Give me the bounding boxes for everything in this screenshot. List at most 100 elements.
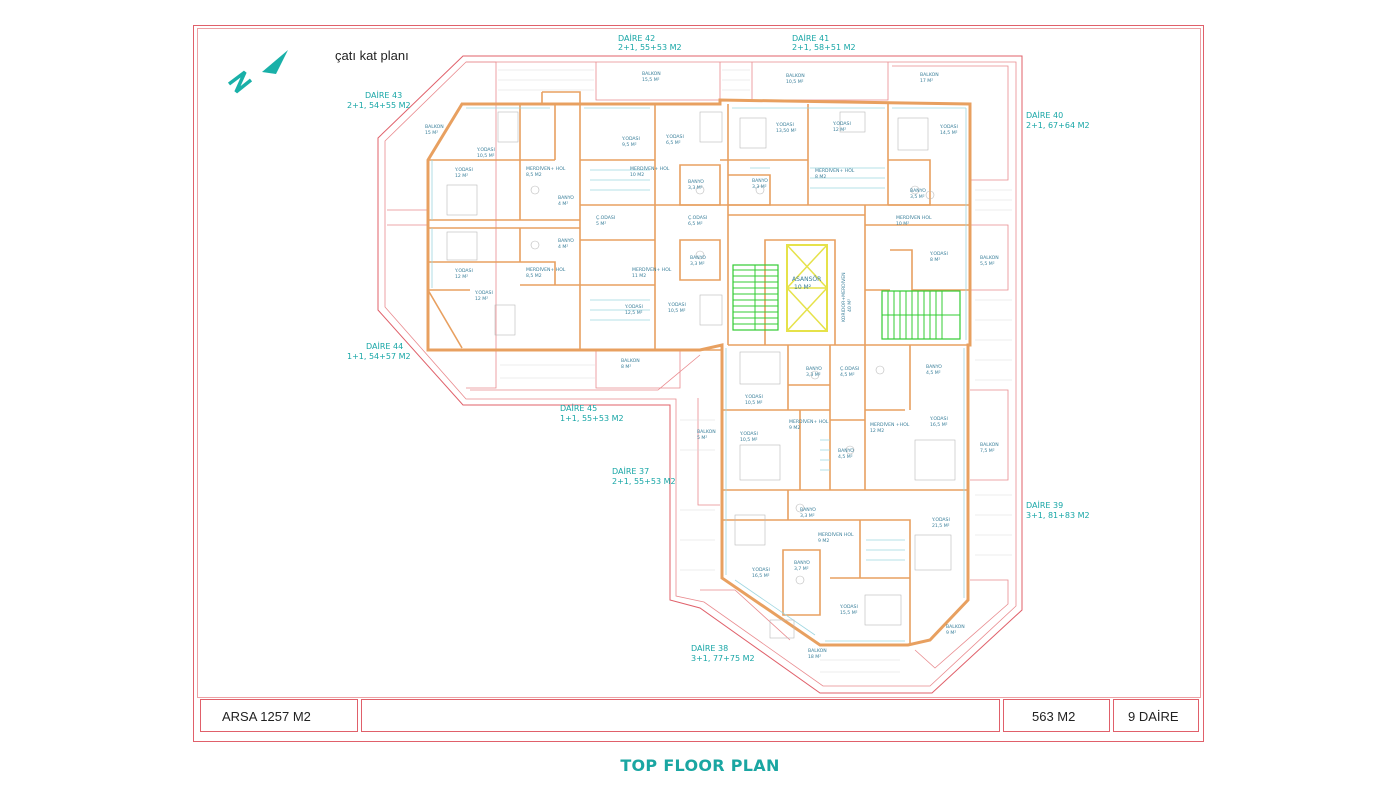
room-name: BALKON bbox=[808, 648, 827, 654]
apt-38-name: DAİRE 38 bbox=[691, 643, 728, 653]
room-name: Y.ODASI bbox=[454, 167, 473, 173]
apt-43-name: DAİRE 43 bbox=[365, 90, 402, 100]
room-area: 3,5 M² bbox=[910, 194, 925, 200]
apt-40-area: 2+1, 67+64 M2 bbox=[1026, 121, 1090, 130]
room-labels: BALKON 15,5 M² BALKON 10,5 M² BALKON 17 … bbox=[425, 71, 999, 660]
room-area: 4,5 M² bbox=[838, 454, 853, 460]
apt-40-name: DAİRE 40 bbox=[1026, 110, 1063, 120]
apartment-labels: DAİRE 42 2+1, 55+53 M2 DAİRE 41 2+1, 58+… bbox=[347, 33, 1090, 663]
room-name: MERDİVEN+ HOL bbox=[526, 165, 566, 172]
room-area: 16,5 M² bbox=[930, 422, 948, 428]
room-name: BALKON bbox=[425, 124, 444, 130]
apt-43-area: 2+1, 54+55 M2 bbox=[347, 101, 411, 110]
room-area: 10,5 M² bbox=[477, 153, 495, 159]
room-name: BANYO bbox=[926, 364, 942, 370]
room-name: BANYO bbox=[558, 195, 574, 201]
room-area: 4 M² bbox=[558, 244, 568, 250]
room-area: 8,5 M2 bbox=[526, 273, 542, 279]
room-name: BALKON bbox=[786, 73, 805, 79]
room-name: Y.ODASI bbox=[454, 268, 473, 274]
room-area: 3,3 M² bbox=[752, 184, 767, 190]
room-name: BALKON bbox=[642, 71, 661, 77]
room-area: 7,5 M² bbox=[980, 448, 995, 454]
room-name: Y.ODASI bbox=[832, 121, 851, 127]
room-name: BANYO bbox=[910, 188, 926, 194]
apt-42-name: DAİRE 42 bbox=[618, 33, 655, 43]
room-name: MERDİVEN+ HOL bbox=[789, 418, 829, 425]
sheet-border bbox=[193, 25, 1204, 742]
room-area: 3,7 M² bbox=[794, 566, 809, 572]
room-area: 40 M² bbox=[847, 299, 853, 312]
room-area: 4,5 M² bbox=[840, 372, 855, 378]
furniture bbox=[446, 111, 956, 639]
room-name: Y.ODASI bbox=[744, 394, 763, 400]
room-area: 3,3 M² bbox=[806, 372, 821, 378]
room-name: Y.ODASI bbox=[739, 431, 758, 437]
room-area: 8 M² bbox=[621, 364, 631, 370]
room-name: Y.ODASI bbox=[775, 122, 794, 128]
room-area: 9,5 M² bbox=[622, 142, 637, 148]
room-name: BANYO bbox=[688, 179, 704, 185]
room-name: Y.ODASI bbox=[624, 304, 643, 310]
room-area: 10 M² bbox=[794, 284, 812, 291]
room-name: Y.ODASI bbox=[476, 147, 495, 153]
land-area: ARSA 1257 M2 bbox=[222, 709, 311, 724]
room-area: 3,3 M² bbox=[800, 513, 815, 519]
room-name: Y.ODASI bbox=[939, 124, 958, 130]
room-area: 5 M² bbox=[596, 221, 606, 227]
room-name: MERDİVEN+ HOL bbox=[632, 266, 672, 273]
room-name: BALKON bbox=[946, 624, 965, 630]
room-area: 12 M² bbox=[455, 274, 468, 280]
room-area: 12 M² bbox=[833, 127, 846, 133]
apt-39-name: DAİRE 39 bbox=[1026, 500, 1063, 510]
room-name: MERDİVEN+ HOL bbox=[630, 165, 670, 172]
room-area: 8,5 M2 bbox=[526, 172, 542, 178]
room-area: 10,5 M² bbox=[740, 437, 758, 443]
room-area: 14,5 M² bbox=[940, 130, 958, 136]
elevator bbox=[786, 244, 828, 332]
room-area: 21,5 M² bbox=[932, 523, 950, 529]
apt-41-name: DAİRE 41 bbox=[792, 33, 829, 43]
room-name: BALKON bbox=[697, 429, 716, 435]
room-name: BANYO bbox=[558, 238, 574, 244]
room-area: 18 M² bbox=[808, 654, 821, 660]
room-name: BALKON bbox=[980, 442, 999, 448]
total-area: 563 M2 bbox=[1032, 709, 1075, 724]
room-area: 12 M² bbox=[475, 296, 488, 302]
room-name: BANYO bbox=[752, 178, 768, 184]
room-name: BANYO bbox=[838, 448, 854, 454]
room-area: 17 M² bbox=[920, 78, 933, 84]
room-name: BANYO bbox=[800, 507, 816, 513]
room-name: KORIDOR+MERDİVEN bbox=[840, 272, 847, 322]
room-name: Ç.ODASI bbox=[688, 215, 707, 221]
unit-count: 9 DAİRE bbox=[1128, 709, 1179, 724]
room-name: BANYO bbox=[794, 560, 810, 566]
room-area: 5 M² bbox=[697, 435, 707, 441]
room-name: MERDİVEN+ HOL bbox=[526, 266, 566, 273]
apt-45-area: 1+1, 55+53 M2 bbox=[560, 414, 624, 423]
room-area: 4,5 M² bbox=[926, 370, 941, 376]
room-name: ASANSÖR bbox=[792, 276, 821, 283]
room-area: 15 M² bbox=[425, 130, 438, 136]
room-name: Ç.ODASI bbox=[840, 366, 859, 372]
room-area: 15,5 M² bbox=[642, 77, 660, 83]
terrace-hatch bbox=[498, 69, 1012, 673]
room-name: Y.ODASI bbox=[667, 302, 686, 308]
room-name: Ç.ODASI bbox=[596, 215, 615, 221]
room-name: MERDİVEN+ HOL bbox=[815, 167, 855, 174]
room-name: Y.ODASI bbox=[751, 567, 770, 573]
room-area: 9 M2 bbox=[789, 425, 800, 431]
room-area: 3,3 M² bbox=[690, 261, 705, 267]
room-area: 8 M² bbox=[930, 257, 940, 263]
apt-37-area: 2+1, 55+53 M2 bbox=[612, 477, 676, 486]
room-area: 5,5 M² bbox=[980, 261, 995, 267]
room-area: 6,5 M² bbox=[688, 221, 703, 227]
room-name: Y.ODASI bbox=[665, 134, 684, 140]
room-area: 6,5 M² bbox=[666, 140, 681, 146]
summary-table: ARSA 1257 M2 563 M2 9 DAİRE bbox=[200, 699, 1199, 732]
stairs-right bbox=[881, 290, 961, 340]
room-name: Y.ODASI bbox=[474, 290, 493, 296]
apt-42-area: 2+1, 55+53 M2 bbox=[618, 43, 682, 52]
room-name: Y.ODASI bbox=[839, 604, 858, 610]
